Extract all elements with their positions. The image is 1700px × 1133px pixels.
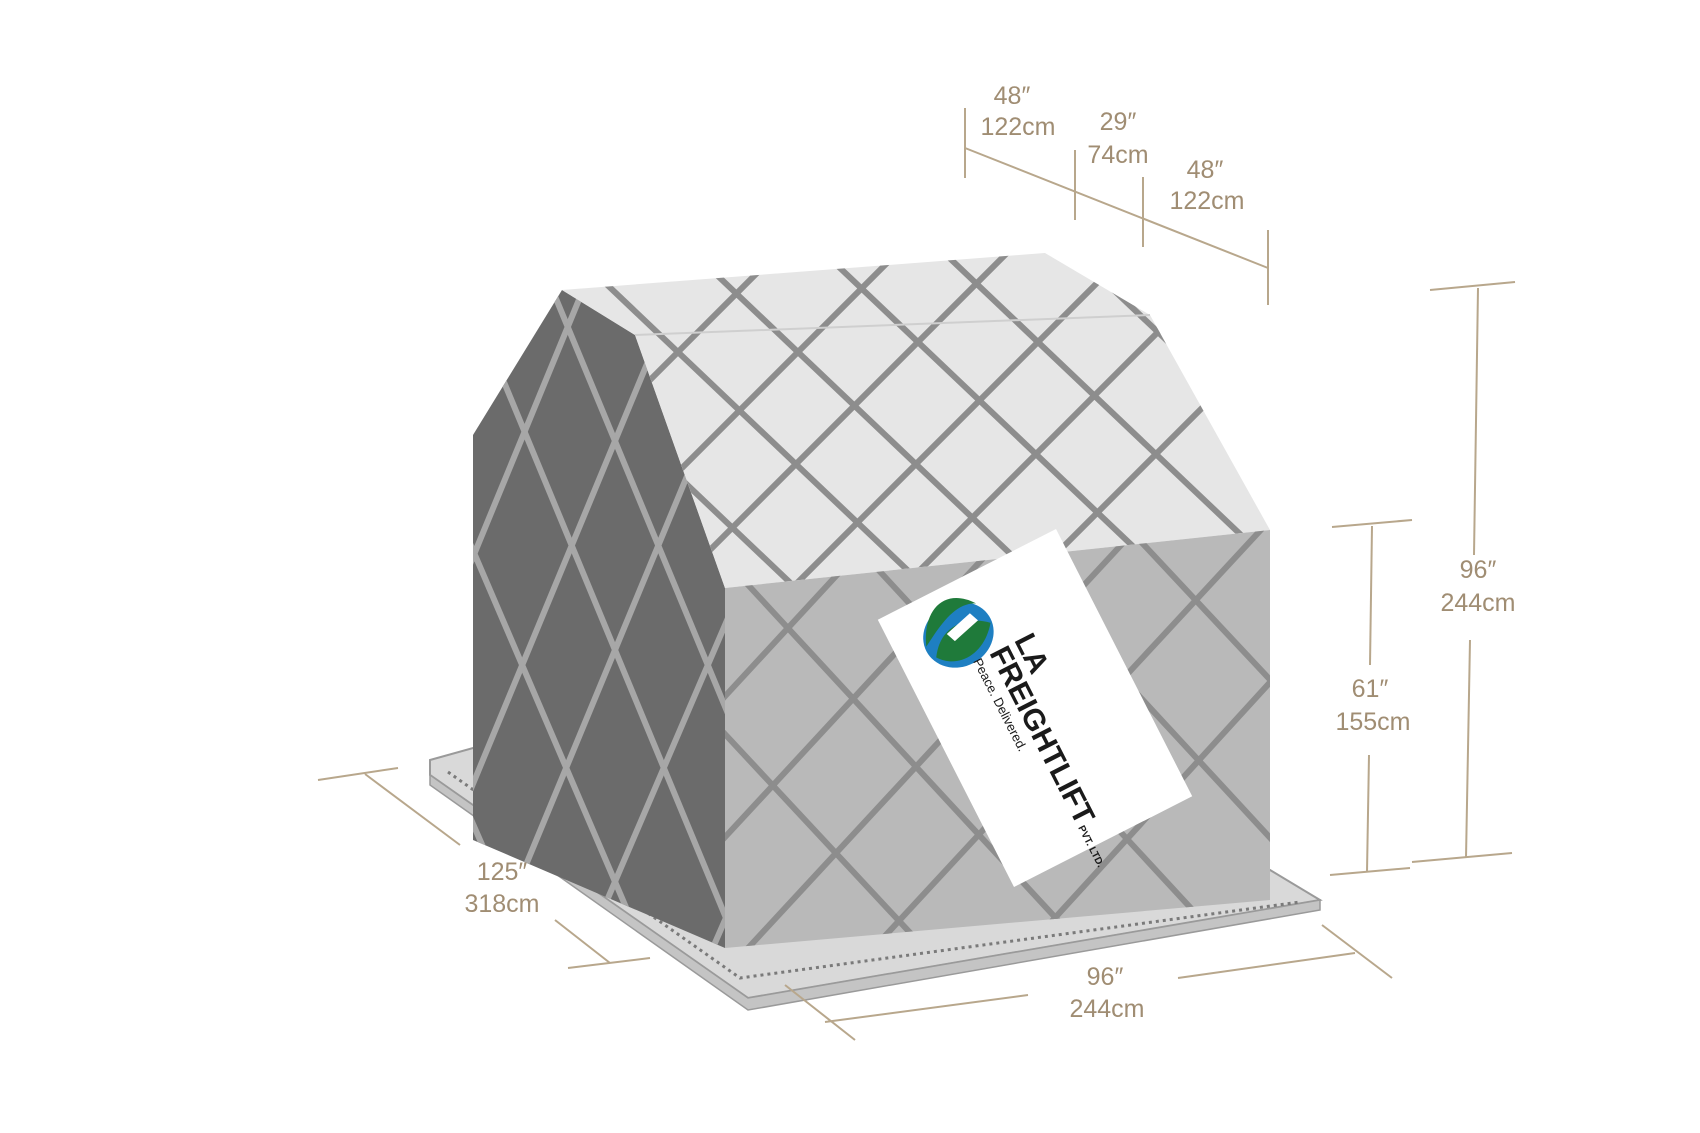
side-face [473,290,725,948]
dimension-length: 125″ 318cm [317,767,651,969]
dim-length-in: 125″ [477,858,528,886]
dim-top-middle-in: 29″ [1100,108,1137,136]
dim-top-right-cm: 122cm [1169,187,1244,215]
dim-total-height-cm: 244cm [1440,589,1515,617]
dim-side-height-cm: 155cm [1335,708,1410,736]
company-logo-label: LA FREIGHTLIFT PVT. LTD. Peace. Delivere… [877,528,1193,888]
dimension-top: 48″ 122cm 29″ 74cm 48″ 122cm [964,82,1269,305]
dim-width-in: 96″ [1087,963,1124,991]
dim-width-cm: 244cm [1069,995,1144,1023]
dim-top-left-cm: 122cm [980,113,1055,141]
dim-length-cm: 318cm [464,890,539,918]
dim-top-left-in: 48″ [994,82,1031,110]
dimension-width: 96″ 244cm [784,924,1393,1041]
dimension-side-height: 61″ 155cm [1329,519,1413,876]
dim-top-middle-cm: 74cm [1087,141,1148,169]
dimension-total-height: 96″ 244cm [1411,281,1516,863]
logo-mark [923,598,994,668]
dim-total-height-in: 96″ [1460,556,1497,584]
dim-side-height-in: 61″ [1352,675,1389,703]
dim-top-right-in: 48″ [1187,156,1224,184]
